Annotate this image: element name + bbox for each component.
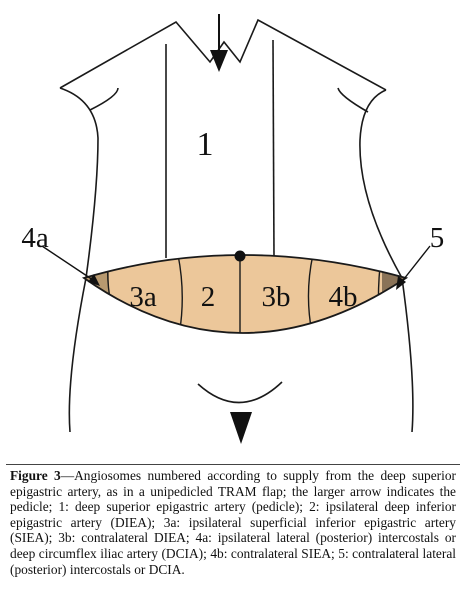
region-label-2: 2 (201, 281, 216, 313)
caption-lead: Figure 3 (10, 468, 61, 483)
pedicle-arrow (210, 14, 228, 72)
figure-caption: Figure 3—Angiosomes numbered according t… (10, 468, 456, 577)
torso-outline (59, 18, 414, 433)
zone-boundary-3b-4b (307, 255, 317, 333)
region-label-4b: 4b (329, 281, 358, 313)
region-label-3a: 3a (129, 281, 157, 313)
angiosome-diagram: 1 3a 2 3b 4b 4a 5 (21, 14, 445, 444)
zone-5-fill (382, 255, 406, 333)
zone-boundary-3a-2 (175, 255, 183, 333)
region-label-3b: 3b (262, 281, 291, 313)
callout-arrow-5 (396, 245, 431, 290)
callout-label-5: 5 (430, 222, 445, 254)
callout-arrow-4a (41, 245, 100, 286)
pubic-triangle-mark (230, 412, 252, 444)
umbilicus-dot (234, 250, 246, 262)
zone-4a-fill (84, 255, 109, 333)
caption-text: —Angiosomes numbered according to supply… (10, 468, 456, 577)
callout-label-4a: 4a (21, 222, 49, 254)
caption-divider (6, 464, 460, 465)
region-label-1: 1 (197, 126, 214, 163)
